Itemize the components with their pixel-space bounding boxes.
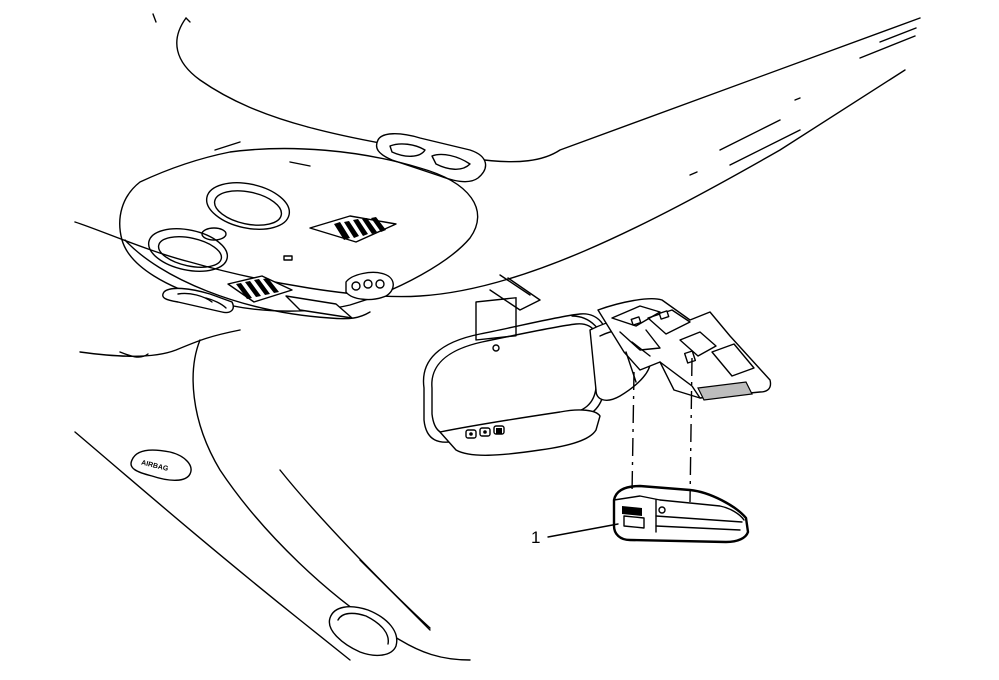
callout-1-label: 1 <box>531 528 541 547</box>
component-1-module <box>612 484 750 544</box>
roof-outline <box>152 13 921 176</box>
grille-lower <box>236 278 279 299</box>
headliner-plug <box>328 606 398 657</box>
overhead-console <box>119 141 479 320</box>
mirror-bracket <box>597 298 772 401</box>
alignment-lines <box>631 357 693 503</box>
callout-1-leader <box>547 523 619 538</box>
a-pillar <box>74 329 471 661</box>
airbag-badge: AIRBAG <box>130 449 192 481</box>
windshield-header <box>74 69 906 311</box>
map-light <box>162 287 234 314</box>
grille-upper <box>334 217 386 240</box>
roof-vent <box>375 133 487 183</box>
